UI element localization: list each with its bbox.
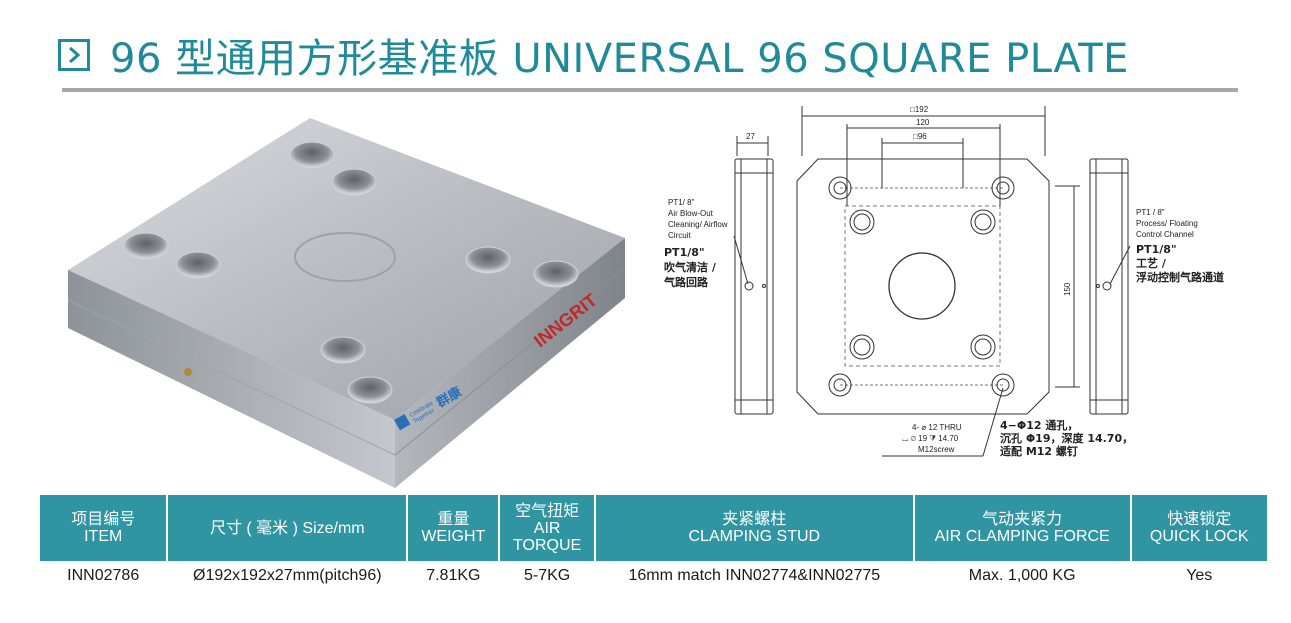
cell-air-torque: 5-7KG	[524, 567, 571, 584]
svg-text:PT1 / 8": PT1 / 8"	[1136, 208, 1165, 217]
svg-text:4- ⌀ 12 THRU: 4- ⌀ 12 THRU	[912, 423, 962, 432]
dim-outer: □192	[910, 105, 929, 114]
cell-clamping-stud: 16mm match INN02774&INN02775	[628, 567, 881, 584]
dim-thickness: 27	[746, 132, 755, 141]
page-title: 96 型通用方形基准板 UNIVERSAL 96 SQUARE PLATE	[110, 36, 1129, 82]
svg-text:M12screw: M12screw	[918, 445, 955, 454]
technical-drawing: □192 120 □96 27 150 PT1/ 8" Air Blow-Out…	[660, 96, 1260, 466]
svg-text:PT1/ 8": PT1/ 8"	[668, 198, 695, 207]
svg-text:适配 M12 螺钉: 适配 M12 螺钉	[1000, 444, 1078, 458]
dim-120: 120	[916, 118, 930, 127]
cell-size: Ø192x192x27mm(pitch96)	[193, 567, 382, 584]
dim-inner: □96	[913, 132, 927, 141]
svg-text:吹气清洁 /: 吹气清洁 /	[664, 260, 717, 274]
cell-clamping-force: Max. 1,000 KG	[968, 567, 1076, 584]
svg-text:PT1/8": PT1/8"	[1136, 243, 1177, 256]
hole-spec-note: 4- ⌀ 12 THRU ⌴ ⌀ 19 ⧩ 14.70 M12screw 4−Φ…	[902, 419, 1133, 458]
chevron-right-box-icon	[58, 39, 90, 71]
svg-text:Cleaning/ Airflow: Cleaning/ Airflow	[668, 220, 728, 229]
svg-text:⌴ ⌀ 19 ⧩ 14.70: ⌴ ⌀ 19 ⧩ 14.70	[902, 434, 959, 443]
dim-150: 150	[1063, 282, 1072, 296]
svg-text:PT1/8": PT1/8"	[664, 246, 705, 259]
title-divider	[62, 88, 1238, 92]
svg-text:4−Φ12 通孔，: 4−Φ12 通孔，	[1000, 419, 1078, 432]
svg-text:Process/ Floating: Process/ Floating	[1136, 219, 1198, 228]
cell-quick-lock: Yes	[1186, 567, 1213, 584]
product-photo: INNGRIT Celebrate Together 群康	[62, 110, 632, 492]
svg-text:浮动控制气路通道: 浮动控制气路通道	[1136, 270, 1224, 284]
svg-text:Circuit: Circuit	[668, 231, 691, 240]
header-size: 尺寸 ( 毫米 ) Size/mm	[168, 495, 407, 561]
page-header: 96 型通用方形基准板 UNIVERSAL 96 SQUARE PLATE	[58, 26, 1129, 84]
svg-text:Control Channel: Control Channel	[1136, 230, 1194, 239]
hole-group	[123, 141, 579, 404]
svg-text:工艺 /: 工艺 /	[1136, 256, 1167, 270]
cell-item: INN02786	[67, 567, 140, 584]
cell-weight: 7.81KG	[426, 567, 481, 584]
table-row: INN02786 Ø192x192x27mm(pitch96) 7.81KG 5…	[40, 561, 1267, 591]
left-port-note: PT1/ 8" Air Blow-Out Cleaning/ Airflow C…	[663, 198, 728, 289]
svg-text:Air Blow-Out: Air Blow-Out	[668, 209, 714, 218]
right-port-note: PT1 / 8" Process/ Floating Control Chann…	[1136, 208, 1224, 284]
svg-text:气路回路: 气路回路	[663, 275, 709, 289]
svg-text:沉孔 Φ19，深度 14.70，: 沉孔 Φ19，深度 14.70，	[1000, 431, 1133, 445]
